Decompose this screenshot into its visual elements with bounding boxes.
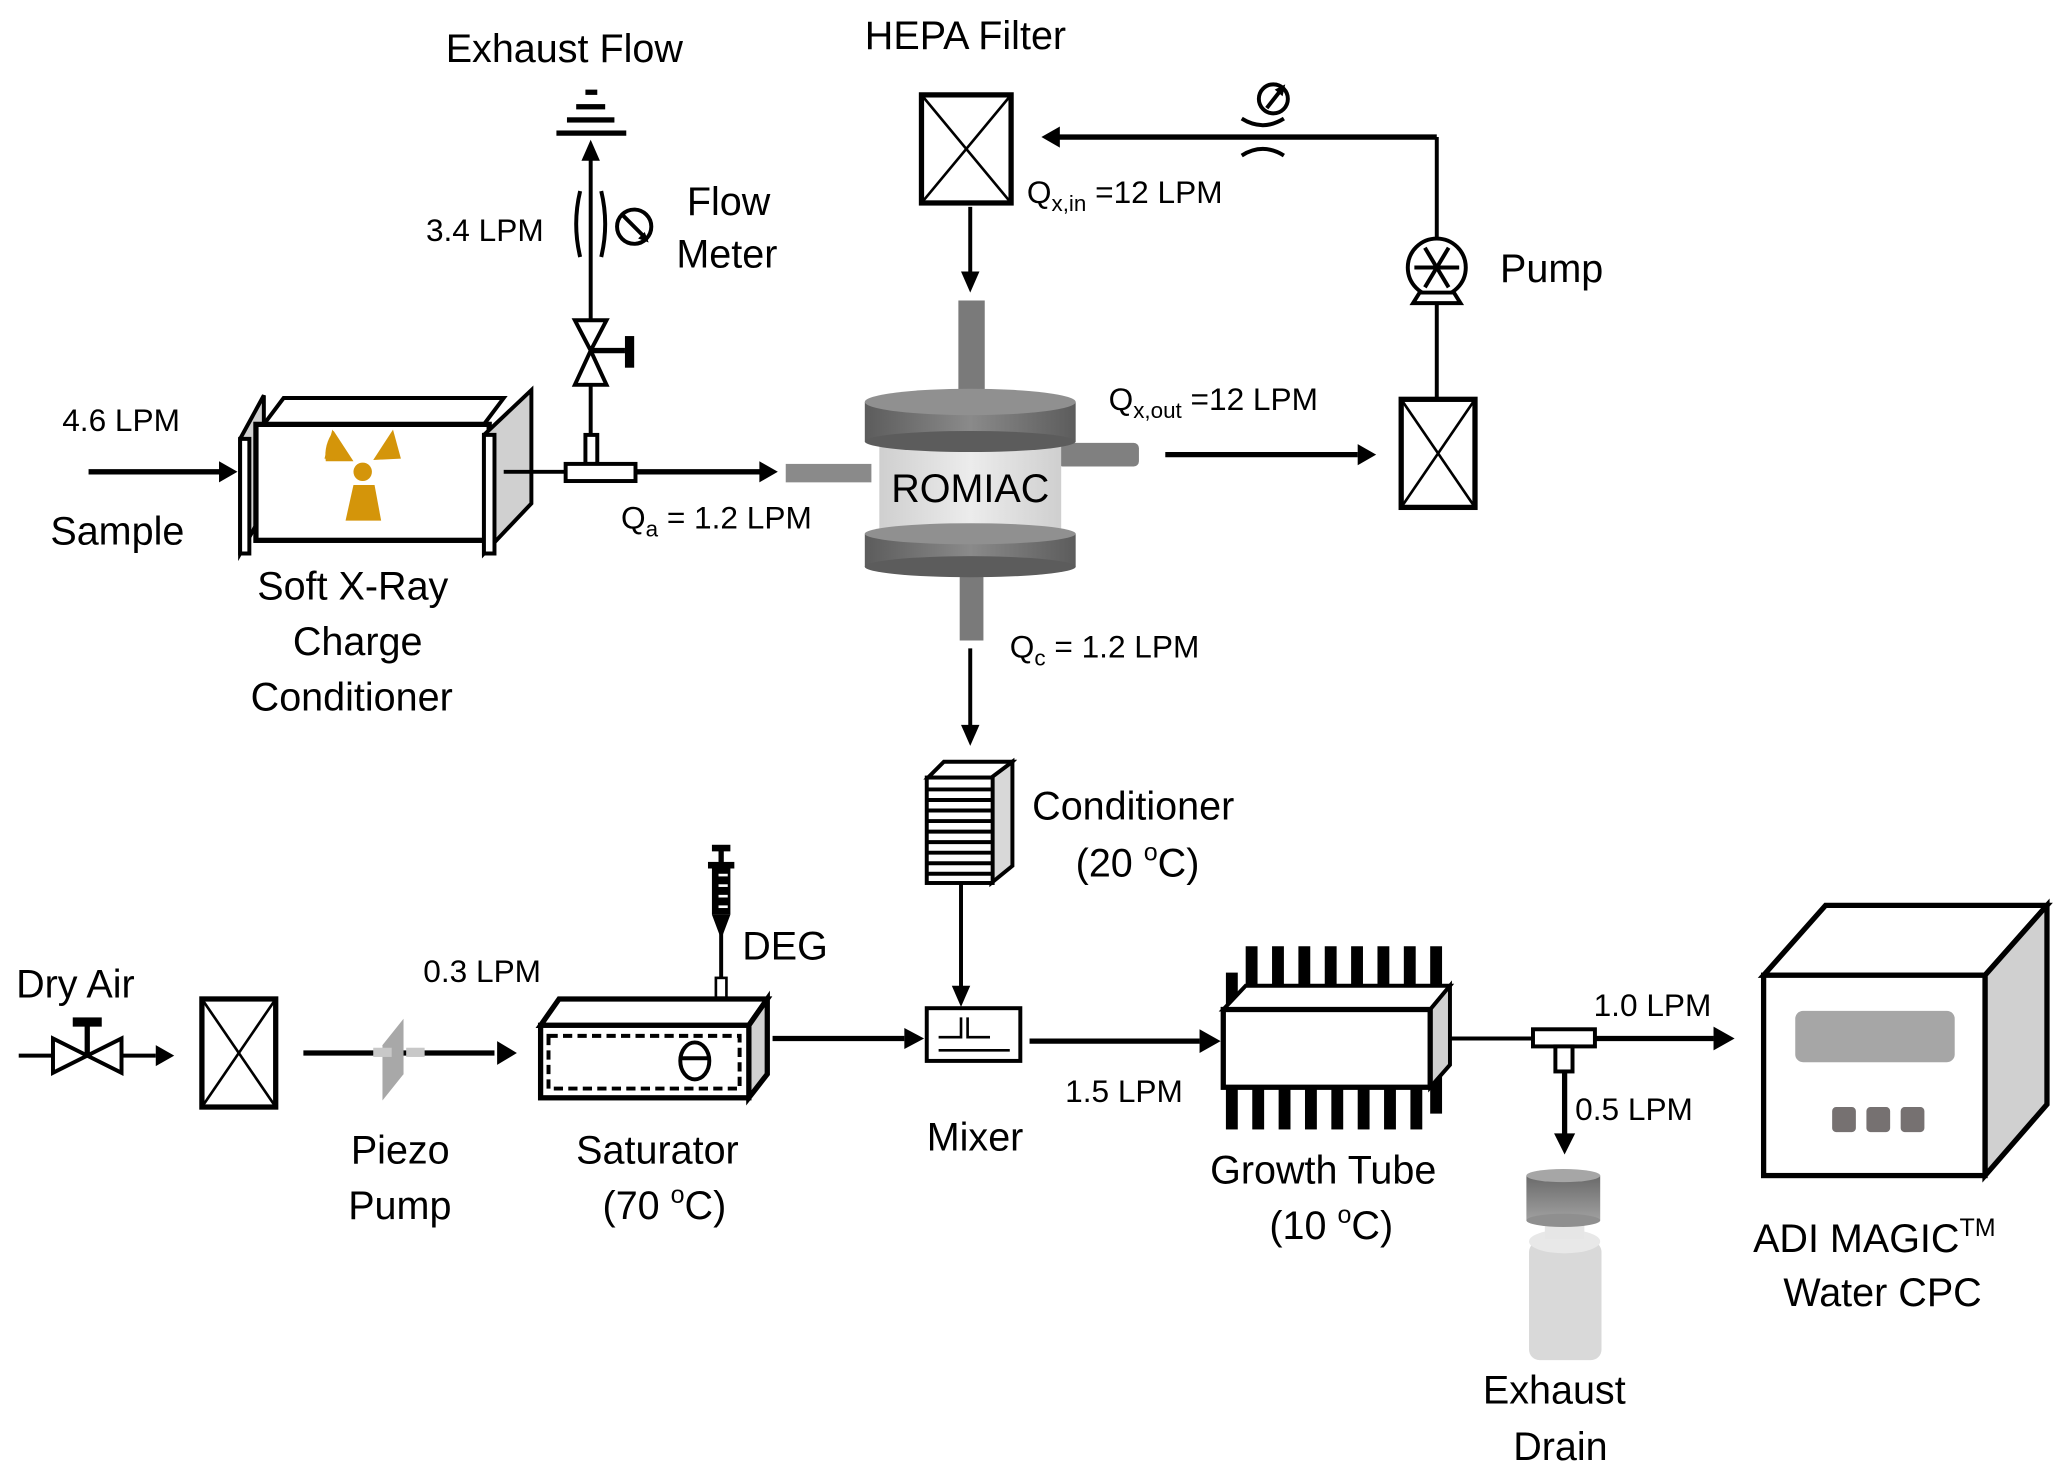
- exhaust-vent-icon: [556, 89, 627, 136]
- sample-arrow-icon: [219, 461, 238, 483]
- growth-tube-label: Growth Tube: [1210, 1148, 1436, 1192]
- cpc-display: [1795, 1010, 1955, 1063]
- piezo-arrow-icon: [497, 1041, 517, 1065]
- exhaust-arrow-icon: [581, 139, 600, 161]
- exhaust-drain-label-1: Exhaust: [1483, 1369, 1626, 1413]
- piezo-pump-icon: [373, 1018, 425, 1101]
- saturator-icon: [535, 990, 773, 1106]
- qa-flow-rate: Qa = 1.2 LPM: [621, 499, 812, 541]
- flow-meter-icon: [574, 190, 654, 258]
- qxout-flow-rate: Qx,out =12 LPM: [1109, 381, 1318, 423]
- hepa-filter-label: HEPA Filter: [865, 14, 1066, 58]
- pump-label: Pump: [1500, 247, 1603, 291]
- classified-arrow-icon: [961, 724, 980, 746]
- aerosol-arrow-icon: [759, 461, 778, 483]
- dry-air-flow-rate: 0.3 LPM: [423, 953, 541, 989]
- romiac-classifier: ROMIAC: [785, 300, 1139, 641]
- growth-tube-icon: [1218, 946, 1455, 1130]
- sample-flow-rate: 4.6 LPM: [62, 402, 180, 438]
- needle-valve-icon: [571, 318, 635, 387]
- saturator-arrow-icon: [904, 1027, 925, 1050]
- sample-label: Sample: [50, 509, 184, 553]
- dry-air-valve-icon: [51, 1017, 124, 1076]
- mixer-arrow-icon: [1199, 1029, 1221, 1054]
- drain-arrow-icon: [1554, 1133, 1576, 1155]
- pump-icon: [1405, 236, 1468, 306]
- tee-fitting-icon: [563, 432, 638, 484]
- outlet-tee-icon: [1531, 1027, 1597, 1074]
- conditioner-label: Conditioner: [1032, 785, 1234, 829]
- saturator-temp: (70 oC): [603, 1181, 727, 1228]
- cpc-button: [1900, 1107, 1925, 1133]
- sheath-filter-icon: [1398, 396, 1478, 511]
- cpc-button: [1832, 1107, 1856, 1133]
- xray-label-1: Soft X-Ray: [257, 565, 448, 609]
- excess-arrow-icon: [1357, 444, 1377, 466]
- romiac-label: ROMIAC: [891, 467, 1049, 511]
- growth-tube-temp: (10 oC): [1269, 1201, 1393, 1248]
- xray-label-3: Conditioner: [251, 675, 453, 719]
- flow-meter-label-2: Meter: [676, 233, 777, 277]
- conditioner-icon: [923, 757, 1018, 888]
- water-cpc-icon: [1757, 898, 2053, 1183]
- radiation-icon: [324, 429, 401, 521]
- saturator-label: Saturator: [576, 1129, 739, 1173]
- recirc-arrow-icon: [1041, 126, 1060, 148]
- recirc-flow-meter-icon: [1240, 82, 1290, 158]
- piezo-label-1: Piezo: [351, 1129, 450, 1173]
- exhaust-flow-rate: 3.4 LPM: [426, 212, 544, 248]
- drain-flow-rate: 0.5 LPM: [1575, 1091, 1693, 1127]
- dry-air-label: Dry Air: [16, 963, 135, 1007]
- mixer-label: Mixer: [927, 1116, 1024, 1160]
- xray-label-2: Charge: [293, 620, 423, 664]
- qc-flow-rate: Qc = 1.2 LPM: [1010, 629, 1200, 671]
- exhaust-drain-bottle-icon: [1526, 1168, 1602, 1361]
- exhaust-drain-label-2: Drain: [1513, 1425, 1607, 1469]
- cpc-button: [1866, 1107, 1891, 1133]
- flow-meter-label-1: Flow: [687, 180, 771, 224]
- deg-label: DEG: [742, 924, 828, 968]
- mixed-flow-rate: 1.5 LPM: [1065, 1073, 1183, 1109]
- cpc-arrow-icon: [1713, 1026, 1735, 1051]
- dry-air-arrow-icon: [155, 1045, 175, 1067]
- soft-xray-charge-conditioner: [238, 385, 534, 562]
- cpc-flow-rate: 1.0 LPM: [1594, 987, 1712, 1023]
- conditioner-arrow-icon: [951, 985, 971, 1007]
- conditioner-temp: (20 oC): [1076, 839, 1200, 886]
- exhaust-flow-label: Exhaust Flow: [446, 27, 684, 71]
- syringe-icon: [707, 844, 735, 999]
- qxin-flow-rate: Qx,in =12 LPM: [1027, 174, 1223, 216]
- cpc-label-2: Water CPC: [1783, 1271, 1981, 1315]
- piezo-label-2: Pump: [348, 1184, 451, 1228]
- hepa-arrow-icon: [961, 271, 980, 293]
- cpc-label-1: ADI MAGICTM: [1753, 1214, 1996, 1261]
- mixer-icon: [924, 1006, 1023, 1063]
- hepa-filter-icon: [918, 92, 1014, 206]
- dry-air-filter-icon: [199, 996, 279, 1110]
